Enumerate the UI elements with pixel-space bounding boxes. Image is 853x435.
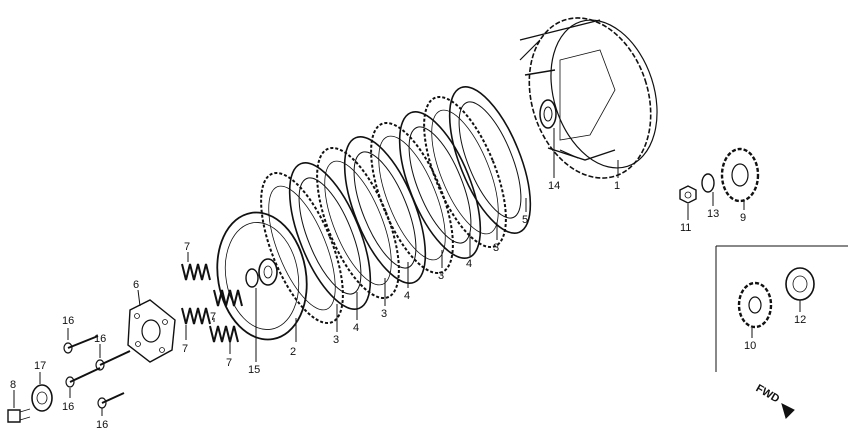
label-11: 11 bbox=[680, 222, 691, 234]
lock-nut bbox=[679, 185, 697, 204]
clutch-outer-housing bbox=[519, 17, 658, 179]
label-8: 8 bbox=[10, 379, 16, 391]
label-17: 17 bbox=[34, 360, 46, 372]
lifter-pin bbox=[7, 408, 31, 423]
release-bearing bbox=[245, 268, 259, 288]
label-4: 4 bbox=[404, 290, 410, 302]
pressure-plate bbox=[216, 211, 308, 341]
label-4: 4 bbox=[466, 258, 472, 270]
fwd-label: FWD bbox=[754, 382, 782, 405]
label-16: 16 bbox=[96, 419, 108, 431]
clutch-plate-stack bbox=[260, 75, 548, 325]
lifter-bearing bbox=[31, 384, 53, 412]
label-4: 4 bbox=[353, 322, 359, 334]
inset-frame bbox=[715, 245, 848, 372]
part-labels: 1 2 3 3 3 3 4 4 4 5 6 7 7 7 7 8 9 10 11 … bbox=[10, 180, 806, 431]
clutch-springs bbox=[181, 263, 243, 343]
label-3: 3 bbox=[493, 242, 499, 254]
label-7: 7 bbox=[184, 241, 190, 253]
alt-drive-gear bbox=[737, 281, 773, 329]
label-7: 7 bbox=[210, 311, 216, 323]
label-10: 10 bbox=[744, 340, 756, 352]
label-7: 7 bbox=[182, 343, 188, 355]
label-1: 1 bbox=[614, 180, 620, 192]
label-12: 12 bbox=[794, 314, 806, 326]
label-13: 13 bbox=[707, 208, 719, 220]
label-16: 16 bbox=[62, 315, 74, 327]
thrust-washer bbox=[539, 99, 557, 129]
label-3: 3 bbox=[438, 270, 444, 282]
label-16: 16 bbox=[62, 401, 74, 413]
collar bbox=[785, 267, 815, 301]
forward-direction-marker: FWD bbox=[754, 382, 795, 419]
label-3: 3 bbox=[333, 334, 339, 346]
label-3: 3 bbox=[381, 308, 387, 320]
label-15: 15 bbox=[248, 364, 260, 376]
bolts bbox=[63, 335, 131, 409]
lock-washer bbox=[701, 173, 715, 193]
label-9: 9 bbox=[740, 212, 746, 224]
label-16: 16 bbox=[94, 333, 106, 345]
label-7: 7 bbox=[226, 357, 232, 369]
fwd-arrow-icon bbox=[781, 403, 795, 419]
label-2: 2 bbox=[290, 346, 296, 358]
label-14: 14 bbox=[548, 180, 560, 192]
primary-drive-gear bbox=[720, 147, 760, 203]
leader-lines bbox=[13, 128, 801, 416]
lifter-plate bbox=[127, 299, 176, 363]
label-5: 5 bbox=[522, 214, 528, 226]
label-6: 6 bbox=[133, 279, 139, 291]
